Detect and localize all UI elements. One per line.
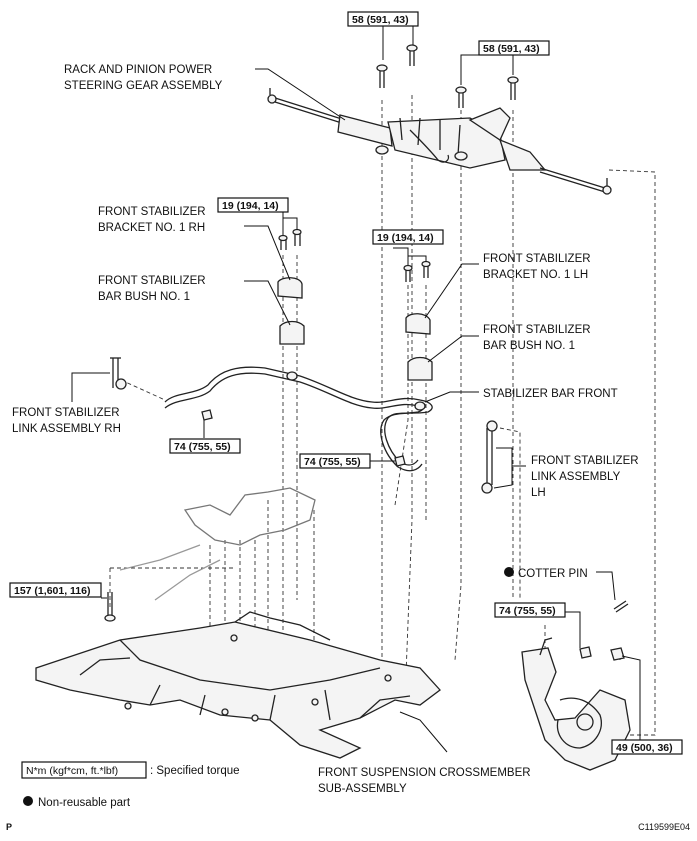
bolt-icon bbox=[104, 592, 116, 622]
leader-lines bbox=[71, 25, 641, 753]
steering-knuckle-lh bbox=[521, 637, 631, 771]
label-line: FRONT SUSPENSION CROSSMEMBER bbox=[318, 767, 531, 779]
label-line: STABILIZER BAR FRONT bbox=[483, 388, 618, 400]
label-crossmember: FRONT SUSPENSION CROSSMEMBER SUB-ASSEMBL… bbox=[318, 767, 531, 795]
steering-knuckle-ghost bbox=[119, 487, 316, 601]
nut-icon bbox=[610, 647, 625, 661]
label-line: FRONT STABILIZER bbox=[483, 324, 591, 336]
torque-value: 157 (1,601, 116) bbox=[14, 585, 90, 597]
label-line: BRACKET NO. 1 RH bbox=[98, 222, 205, 234]
label-line: LH bbox=[531, 487, 546, 499]
torque-box-steering-right: 58 (591, 43) bbox=[478, 40, 550, 56]
link-assembly-rh bbox=[110, 357, 127, 390]
crossmember bbox=[35, 611, 441, 759]
torque-value: 49 (500, 36) bbox=[616, 742, 673, 754]
label-line: FRONT STABILIZER bbox=[12, 407, 120, 419]
bolt-icon bbox=[406, 44, 418, 66]
label-line: BRACKET NO. 1 LH bbox=[483, 269, 588, 281]
bolt-icon bbox=[376, 64, 388, 88]
torque-value: 58 (591, 43) bbox=[483, 43, 540, 55]
steering-bolts bbox=[376, 44, 519, 108]
label-bracket-rh: FRONT STABILIZER BRACKET NO. 1 RH bbox=[98, 206, 206, 234]
non-reusable-bullet-icon bbox=[23, 796, 33, 806]
legend: N*m (kgf*cm, ft.*lbf) : Specified torque… bbox=[21, 761, 240, 809]
torque-value: 58 (591, 43) bbox=[352, 14, 409, 26]
label-line: FRONT STABILIZER bbox=[98, 275, 206, 287]
legend-unit-desc: : Specified torque bbox=[150, 765, 240, 777]
nut-icon bbox=[201, 409, 213, 421]
label-line: FRONT STABILIZER bbox=[483, 253, 591, 265]
link-assembly-lh bbox=[481, 420, 498, 494]
torque-box-knuckle-nut: 74 (755, 55) bbox=[494, 602, 566, 618]
label-bush-lh: FRONT STABILIZER BAR BUSH NO. 1 bbox=[483, 324, 591, 352]
torque-value: 19 (194, 14) bbox=[377, 232, 434, 244]
label-line: FRONT STABILIZER bbox=[98, 206, 206, 218]
label-bracket-lh: FRONT STABILIZER BRACKET NO. 1 LH bbox=[483, 253, 591, 281]
bolt-icon bbox=[507, 76, 519, 100]
label-rack-pinion: RACK AND PINION POWER STEERING GEAR ASSE… bbox=[64, 64, 223, 92]
label-line: BAR BUSH NO. 1 bbox=[98, 291, 190, 303]
legend-non-reusable: Non-reusable part bbox=[38, 797, 131, 809]
cotter-pin-icon bbox=[613, 600, 629, 613]
label-line: FRONT STABILIZER bbox=[531, 455, 639, 467]
label-line: LINK ASSEMBLY RH bbox=[12, 423, 121, 435]
nut-icon bbox=[394, 455, 406, 467]
torque-box-steering-left: 58 (591, 43) bbox=[347, 11, 419, 27]
stabilizer-brackets-lh bbox=[403, 260, 433, 381]
nut-icon bbox=[579, 646, 592, 659]
torque-value: 19 (194, 14) bbox=[222, 200, 279, 212]
stabilizer-bar bbox=[164, 366, 433, 472]
label-line: RACK AND PINION POWER bbox=[64, 64, 212, 76]
steering-gear-assembly bbox=[267, 88, 612, 195]
non-reusable-bullet-icon bbox=[504, 567, 514, 577]
torque-box-link-rh: 74 (755, 55) bbox=[169, 438, 241, 454]
torque-box-bracket-rh: 19 (194, 14) bbox=[217, 197, 289, 213]
torque-value: 74 (755, 55) bbox=[174, 441, 231, 453]
figure-code: C119599E04 bbox=[638, 822, 690, 832]
torque-value: 74 (755, 55) bbox=[304, 456, 361, 468]
label-link-lh: FRONT STABILIZER LINK ASSEMBLY LH bbox=[531, 455, 639, 499]
label-line: BAR BUSH NO. 1 bbox=[483, 340, 575, 352]
label-line: SUB-ASSEMBLY bbox=[318, 783, 407, 795]
label-stabilizer-bar: STABILIZER BAR FRONT bbox=[483, 388, 618, 400]
torque-box-crossmember: 157 (1,601, 116) bbox=[9, 582, 102, 598]
torque-box-link-lh: 74 (755, 55) bbox=[299, 453, 371, 469]
label-line: STEERING GEAR ASSEMBLY bbox=[64, 80, 223, 92]
label-bush-rh: FRONT STABILIZER BAR BUSH NO. 1 bbox=[98, 275, 206, 303]
bolt-icon bbox=[455, 86, 467, 108]
page-mark: P bbox=[6, 822, 12, 832]
label-line: LINK ASSEMBLY bbox=[531, 471, 621, 483]
torque-box-bracket-lh: 19 (194, 14) bbox=[372, 229, 444, 245]
stabilizer-brackets-rh bbox=[277, 228, 305, 345]
torque-value: 74 (755, 55) bbox=[499, 605, 556, 617]
label-cotter-pin: COTTER PIN bbox=[504, 567, 588, 580]
legend-unit: N*m (kgf*cm, ft.*lbf) bbox=[26, 765, 118, 777]
torque-box-tie-rod-nut: 49 (500, 36) bbox=[611, 739, 683, 755]
label-line: COTTER PIN bbox=[518, 568, 588, 580]
label-link-rh: FRONT STABILIZER LINK ASSEMBLY RH bbox=[12, 407, 121, 435]
